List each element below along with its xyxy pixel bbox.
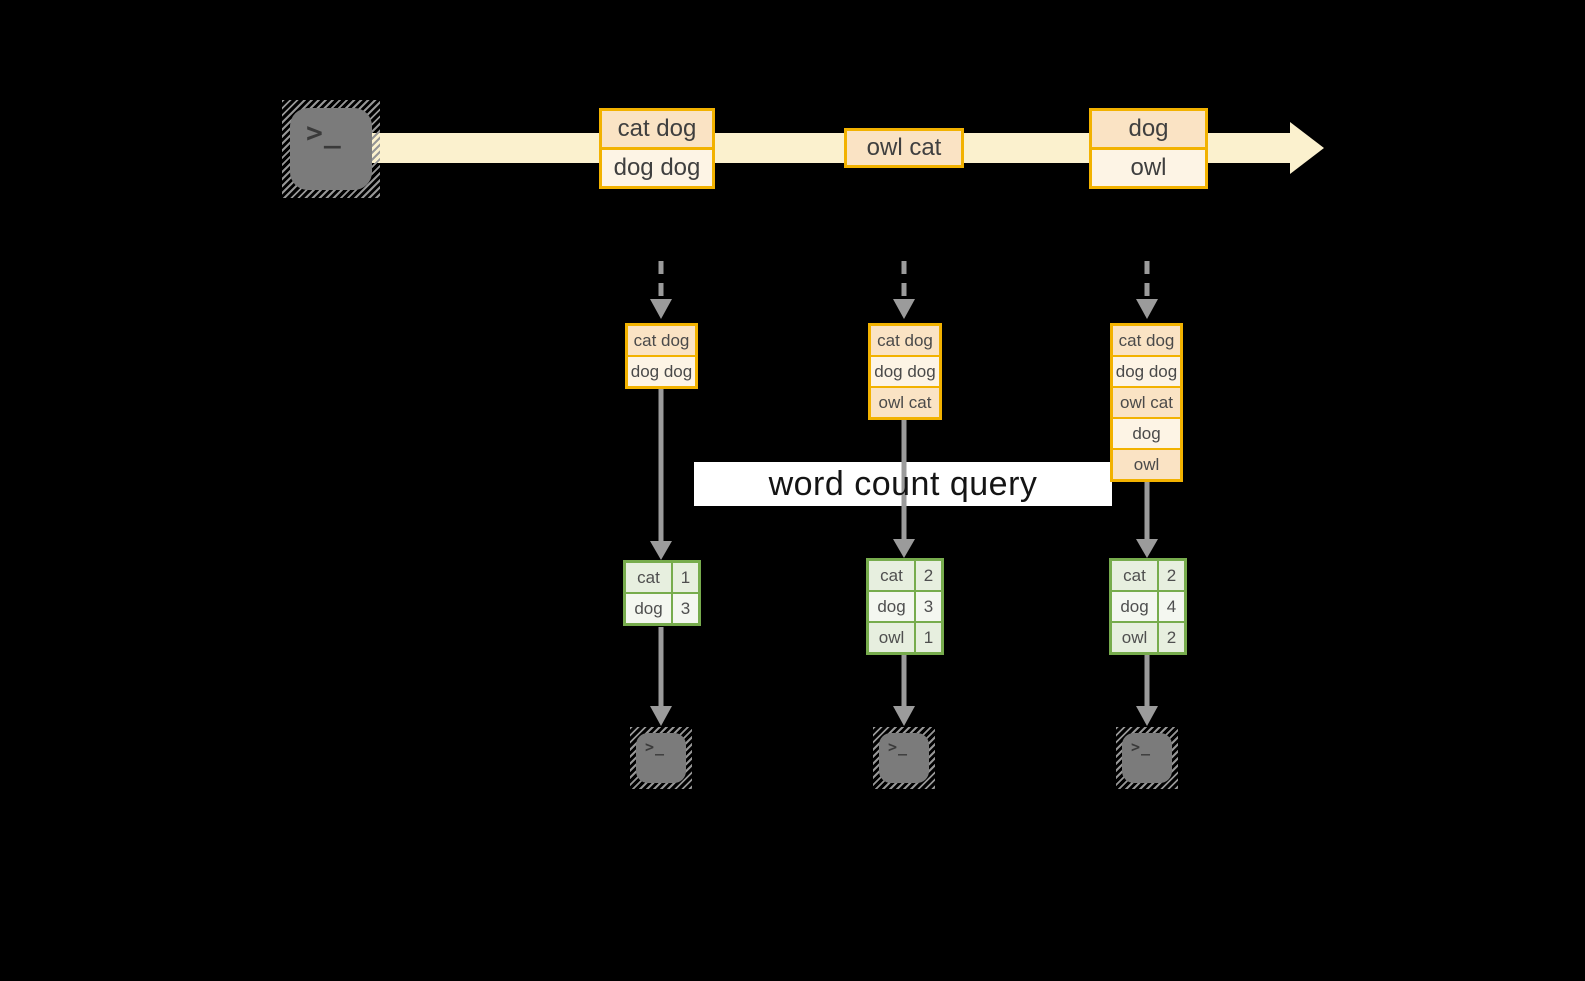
terminal-prompt-icon: >_ (306, 116, 342, 149)
terminal-prompt-icon: >_ (1131, 738, 1152, 756)
query-arrowhead-icon (1136, 539, 1158, 558)
window-stack-1: cat dog dog dog (625, 323, 698, 389)
event-line: owl (1092, 147, 1205, 186)
count-word: cat (626, 563, 671, 592)
event-line: dog dog (602, 147, 712, 186)
consumer-terminal-icon-3: >_ (1116, 727, 1178, 789)
stream-event-box-2: owl cat (844, 128, 964, 168)
event-line: cat dog (602, 111, 712, 147)
count-value: 2 (1159, 561, 1184, 590)
window-item: owl cat (1113, 386, 1180, 417)
output-arrowhead-icon (1136, 706, 1158, 726)
window-stack-3: cat dog dog dog owl cat dog owl (1110, 323, 1183, 482)
window-item: dog dog (871, 355, 939, 386)
count-value: 3 (673, 594, 698, 623)
terminal-screen: >_ (879, 733, 929, 783)
stream-event-box-1: cat dog dog dog (599, 108, 715, 189)
query-arrowhead-icon (650, 541, 672, 560)
dashed-arrowhead-icon (893, 299, 915, 319)
window-item: dog (1113, 417, 1180, 448)
window-item: owl cat (871, 386, 939, 417)
window-item: cat dog (871, 326, 939, 355)
output-arrows (650, 627, 1158, 726)
count-word: owl (1112, 623, 1157, 652)
count-value: 2 (1159, 623, 1184, 652)
window-item: owl (1113, 448, 1180, 479)
window-item: dog dog (628, 355, 695, 386)
consumer-terminal-icon-1: >_ (630, 727, 692, 789)
event-line: owl cat (847, 131, 961, 165)
window-item: cat dog (1113, 326, 1180, 355)
count-word: cat (869, 561, 914, 590)
count-value: 1 (916, 623, 941, 652)
event-line: dog (1092, 111, 1205, 147)
count-value: 2 (916, 561, 941, 590)
count-value: 4 (1159, 592, 1184, 621)
stream-arrowhead-icon (1290, 122, 1324, 174)
dashed-arrowhead-icon (650, 299, 672, 319)
output-arrowhead-icon (893, 706, 915, 726)
terminal-prompt-icon: >_ (888, 738, 909, 756)
count-table-1: cat 1 dog 3 (623, 560, 701, 626)
terminal-screen: >_ (290, 108, 372, 190)
count-word: dog (626, 594, 671, 623)
window-item: dog dog (1113, 355, 1180, 386)
window-item: cat dog (628, 326, 695, 355)
window-stack-2: cat dog dog dog owl cat (868, 323, 942, 420)
count-value: 3 (916, 592, 941, 621)
consumer-terminal-icon-2: >_ (873, 727, 935, 789)
count-value: 1 (673, 563, 698, 592)
count-word: dog (869, 592, 914, 621)
producer-terminal-icon: >_ (282, 100, 380, 198)
count-table-3: cat 2 dog 4 owl 2 (1109, 558, 1187, 655)
count-table-2: cat 2 dog 3 owl 1 (866, 558, 944, 655)
dashed-arrowhead-icon (1136, 299, 1158, 319)
query-arrows (650, 389, 1158, 560)
count-word: cat (1112, 561, 1157, 590)
query-arrowhead-icon (893, 539, 915, 558)
terminal-screen: >_ (1122, 733, 1172, 783)
count-word: owl (869, 623, 914, 652)
query-label: word count query (768, 464, 1038, 503)
terminal-prompt-icon: >_ (645, 738, 666, 756)
count-word: dog (1112, 592, 1157, 621)
stream-event-box-3: dog owl (1089, 108, 1208, 189)
dashed-arrows (650, 261, 1158, 319)
terminal-screen: >_ (636, 733, 686, 783)
output-arrowhead-icon (650, 706, 672, 726)
